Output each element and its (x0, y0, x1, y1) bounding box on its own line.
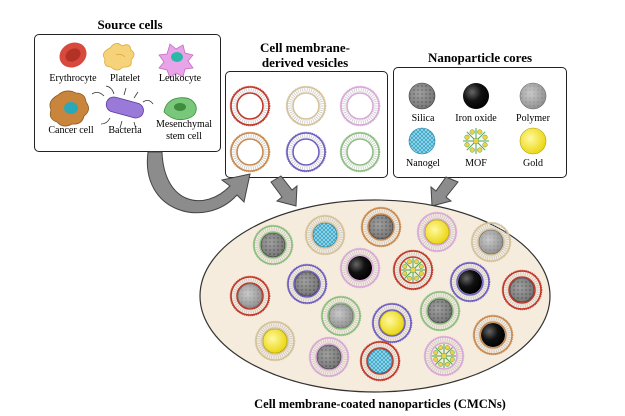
cmcn-particle (472, 314, 514, 356)
cmcn-particle (423, 335, 465, 377)
cmcn-particle (419, 290, 461, 332)
nanogel-label: Nanogel (406, 158, 440, 169)
cancer-cell-icon (49, 90, 89, 127)
cmcn-particle (449, 261, 491, 303)
cmcn-particle (254, 320, 296, 362)
platelet-label: Platelet (110, 73, 140, 84)
iron-oxide-core-icon (463, 83, 489, 109)
cmcn-particle (416, 211, 458, 253)
stem-cell-label-line2: stem cell (166, 131, 202, 142)
polymer-label: Polymer (516, 113, 550, 124)
vesicles-title-line1: Cell membrane- (260, 40, 350, 55)
cmcn-particle (252, 224, 294, 266)
leukocyte-label: Leukocyte (158, 73, 202, 84)
vesicle-6 (339, 131, 381, 173)
silica-label: Silica (411, 113, 435, 124)
cores-down-arrow (430, 176, 459, 207)
vesicle-2 (285, 85, 327, 127)
cmcn-particle (286, 263, 328, 305)
stem-cell-label-line1: Mesenchymal (155, 119, 213, 130)
cmcn-group (229, 206, 543, 382)
cmcn-particle (359, 340, 401, 382)
vesicle-group (229, 85, 381, 173)
cmcn-particle (501, 269, 543, 311)
cores-title: Nanoparticle cores (427, 50, 533, 65)
cmcn-particle (470, 221, 512, 263)
cmcn-particle (371, 302, 413, 344)
vesicles-title-line2: derived vesicles (261, 55, 349, 70)
mof-label: MOF (465, 158, 487, 169)
silica-core-icon (408, 82, 436, 110)
erythrocyte-label: Erythrocyte (49, 73, 97, 84)
vesicle-3 (339, 85, 381, 127)
cmcn-particle (339, 247, 381, 289)
polymer-core-icon (519, 82, 547, 110)
cmcn-caption: Cell membrane-coated nanoparticles (CMCN… (254, 397, 506, 411)
bacteria-label: Bacteria (108, 125, 142, 136)
iron-oxide-label: Iron oxide (455, 113, 497, 124)
cmcn-particle (304, 214, 346, 256)
cancer-cell-label: Cancer cell (48, 125, 94, 136)
gold-core-icon (519, 127, 547, 155)
platelet-icon (102, 43, 135, 71)
cmcn-particle (360, 206, 402, 248)
source-cells-title: Source cells (97, 17, 163, 32)
leukocyte-icon (158, 43, 194, 79)
bacteria-icon (91, 85, 154, 130)
vesicles-down-arrow (270, 175, 298, 207)
core-group (408, 82, 547, 155)
nanogel-core-icon (408, 127, 436, 155)
erythrocyte-icon (59, 42, 87, 68)
mof-core-icon (463, 128, 489, 154)
vesicle-5 (285, 131, 327, 173)
cmcn-particle (308, 336, 350, 378)
cmcn-particle (320, 295, 362, 337)
stem-cell-icon (163, 97, 197, 121)
cmcn-particle (229, 275, 271, 317)
cmcn-particle (392, 249, 434, 291)
vesicle-4 (229, 131, 271, 173)
vesicle-1 (229, 85, 271, 127)
gold-label: Gold (523, 158, 543, 169)
source-to-vesicles-arrow (146, 151, 251, 214)
